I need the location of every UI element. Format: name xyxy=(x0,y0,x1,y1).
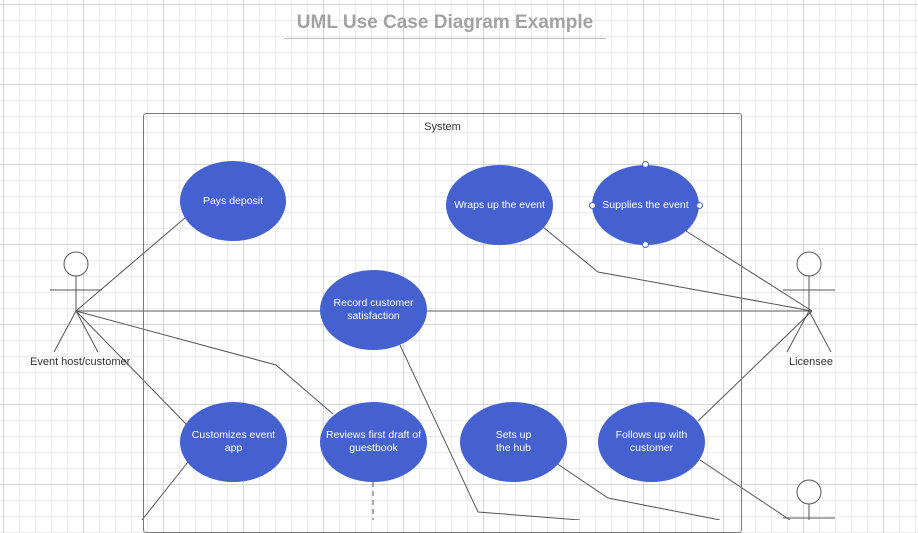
association-licensee-follows-up[interactable] xyxy=(697,310,813,422)
actor-third-figure[interactable] xyxy=(783,479,835,520)
diagram-title: UML Use Case Diagram Example xyxy=(296,12,594,33)
use-case-label: Sets up the hub xyxy=(495,429,532,454)
association-host-reviews-draft[interactable] xyxy=(75,310,334,415)
use-case-label: Supplies the event xyxy=(602,198,689,211)
selection-handle-right[interactable] xyxy=(696,202,703,209)
use-case-label: Record customer satisfaction xyxy=(333,297,414,322)
use-case-supplies-event[interactable]: Supplies the event xyxy=(592,165,699,245)
association-record-satisfaction-offscreen[interactable] xyxy=(399,344,581,520)
selection-handle-bottom[interactable] xyxy=(642,241,649,248)
actor-licensee-label: Licensee xyxy=(789,356,834,368)
actor-event-host-figure[interactable] xyxy=(50,251,102,353)
use-case-label: Reviews first draft of guestbook xyxy=(325,429,422,454)
use-case-follows-up-with-customer[interactable]: Follows up with customer xyxy=(598,402,705,482)
association-licensee-wraps-up[interactable] xyxy=(542,226,813,312)
association-sets-hub-offscreen[interactable] xyxy=(555,462,721,520)
use-case-pays-deposit[interactable]: Pays deposit xyxy=(180,161,286,241)
use-case-customizes-event-app[interactable]: Customizes event app xyxy=(180,402,287,482)
use-case-wraps-up-event[interactable]: Wraps up the event xyxy=(446,165,553,245)
association-follows-up-offscreen[interactable] xyxy=(699,459,791,520)
association-licensee-supplies[interactable] xyxy=(685,230,813,312)
use-case-label: Wraps up the event xyxy=(454,198,545,211)
actor-licensee-figure[interactable] xyxy=(783,251,835,353)
selection-handle-left[interactable] xyxy=(589,202,596,209)
use-case-sets-up-hub[interactable]: Sets up the hub xyxy=(460,402,567,482)
use-case-label: Customizes event app xyxy=(191,429,276,454)
selection-handle-top[interactable] xyxy=(642,161,649,168)
association-host-pays-deposit[interactable] xyxy=(75,216,187,312)
title-underline xyxy=(284,38,606,39)
system-label: System xyxy=(424,121,461,133)
use-case-label: Follows up with customer xyxy=(615,429,688,454)
use-case-label: Pays deposit xyxy=(202,194,264,207)
association-customizes-app-offscreen[interactable] xyxy=(141,461,189,520)
use-case-reviews-first-draft[interactable]: Reviews first draft of guestbook xyxy=(320,402,427,482)
use-case-record-customer-satisfaction[interactable]: Record customer satisfaction xyxy=(320,270,427,350)
association-host-customizes-app[interactable] xyxy=(75,310,187,425)
diagram-canvas xyxy=(50,216,835,520)
actor-event-host-label: Event host/customer xyxy=(30,356,131,368)
